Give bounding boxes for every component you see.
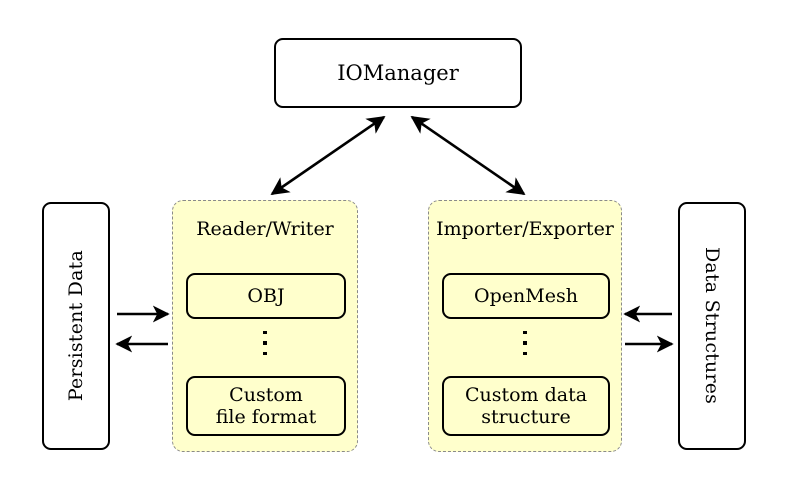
importer-exporter-vertical-dots-icon xyxy=(429,331,621,356)
arrow-iomanager-readerwriter xyxy=(270,115,386,196)
reader-writer-vertical-dots-icon xyxy=(173,331,357,356)
group-reader-writer-title: Reader/Writer xyxy=(196,218,334,240)
node-obj-label: OBJ xyxy=(247,284,285,307)
node-obj[interactable]: OBJ xyxy=(186,273,346,319)
node-iomanager[interactable]: IOManager xyxy=(274,38,522,108)
arrow-iomanager-importerexporter xyxy=(410,115,526,196)
node-iomanager-label: IOManager xyxy=(337,60,459,85)
node-custom-data-structure-label: Custom data structure xyxy=(464,383,588,428)
group-importer-exporter[interactable]: Importer/Exporter OpenMesh Custom data s… xyxy=(428,200,622,452)
node-data-structures-label: Data Structures xyxy=(701,247,724,405)
node-openmesh-label: OpenMesh xyxy=(474,284,578,307)
group-importer-exporter-title: Importer/Exporter xyxy=(436,218,614,240)
node-persistent-data[interactable]: Persistent Data xyxy=(42,202,110,450)
node-custom-file-format-label: Custom file format xyxy=(215,383,317,428)
group-reader-writer[interactable]: Reader/Writer OBJ Custom file format xyxy=(172,200,358,452)
node-openmesh[interactable]: OpenMesh xyxy=(442,273,610,319)
node-custom-data-structure[interactable]: Custom data structure xyxy=(442,376,610,436)
node-data-structures[interactable]: Data Structures xyxy=(678,202,746,450)
node-persistent-data-label: Persistent Data xyxy=(64,250,87,402)
node-custom-file-format[interactable]: Custom file format xyxy=(186,376,346,436)
